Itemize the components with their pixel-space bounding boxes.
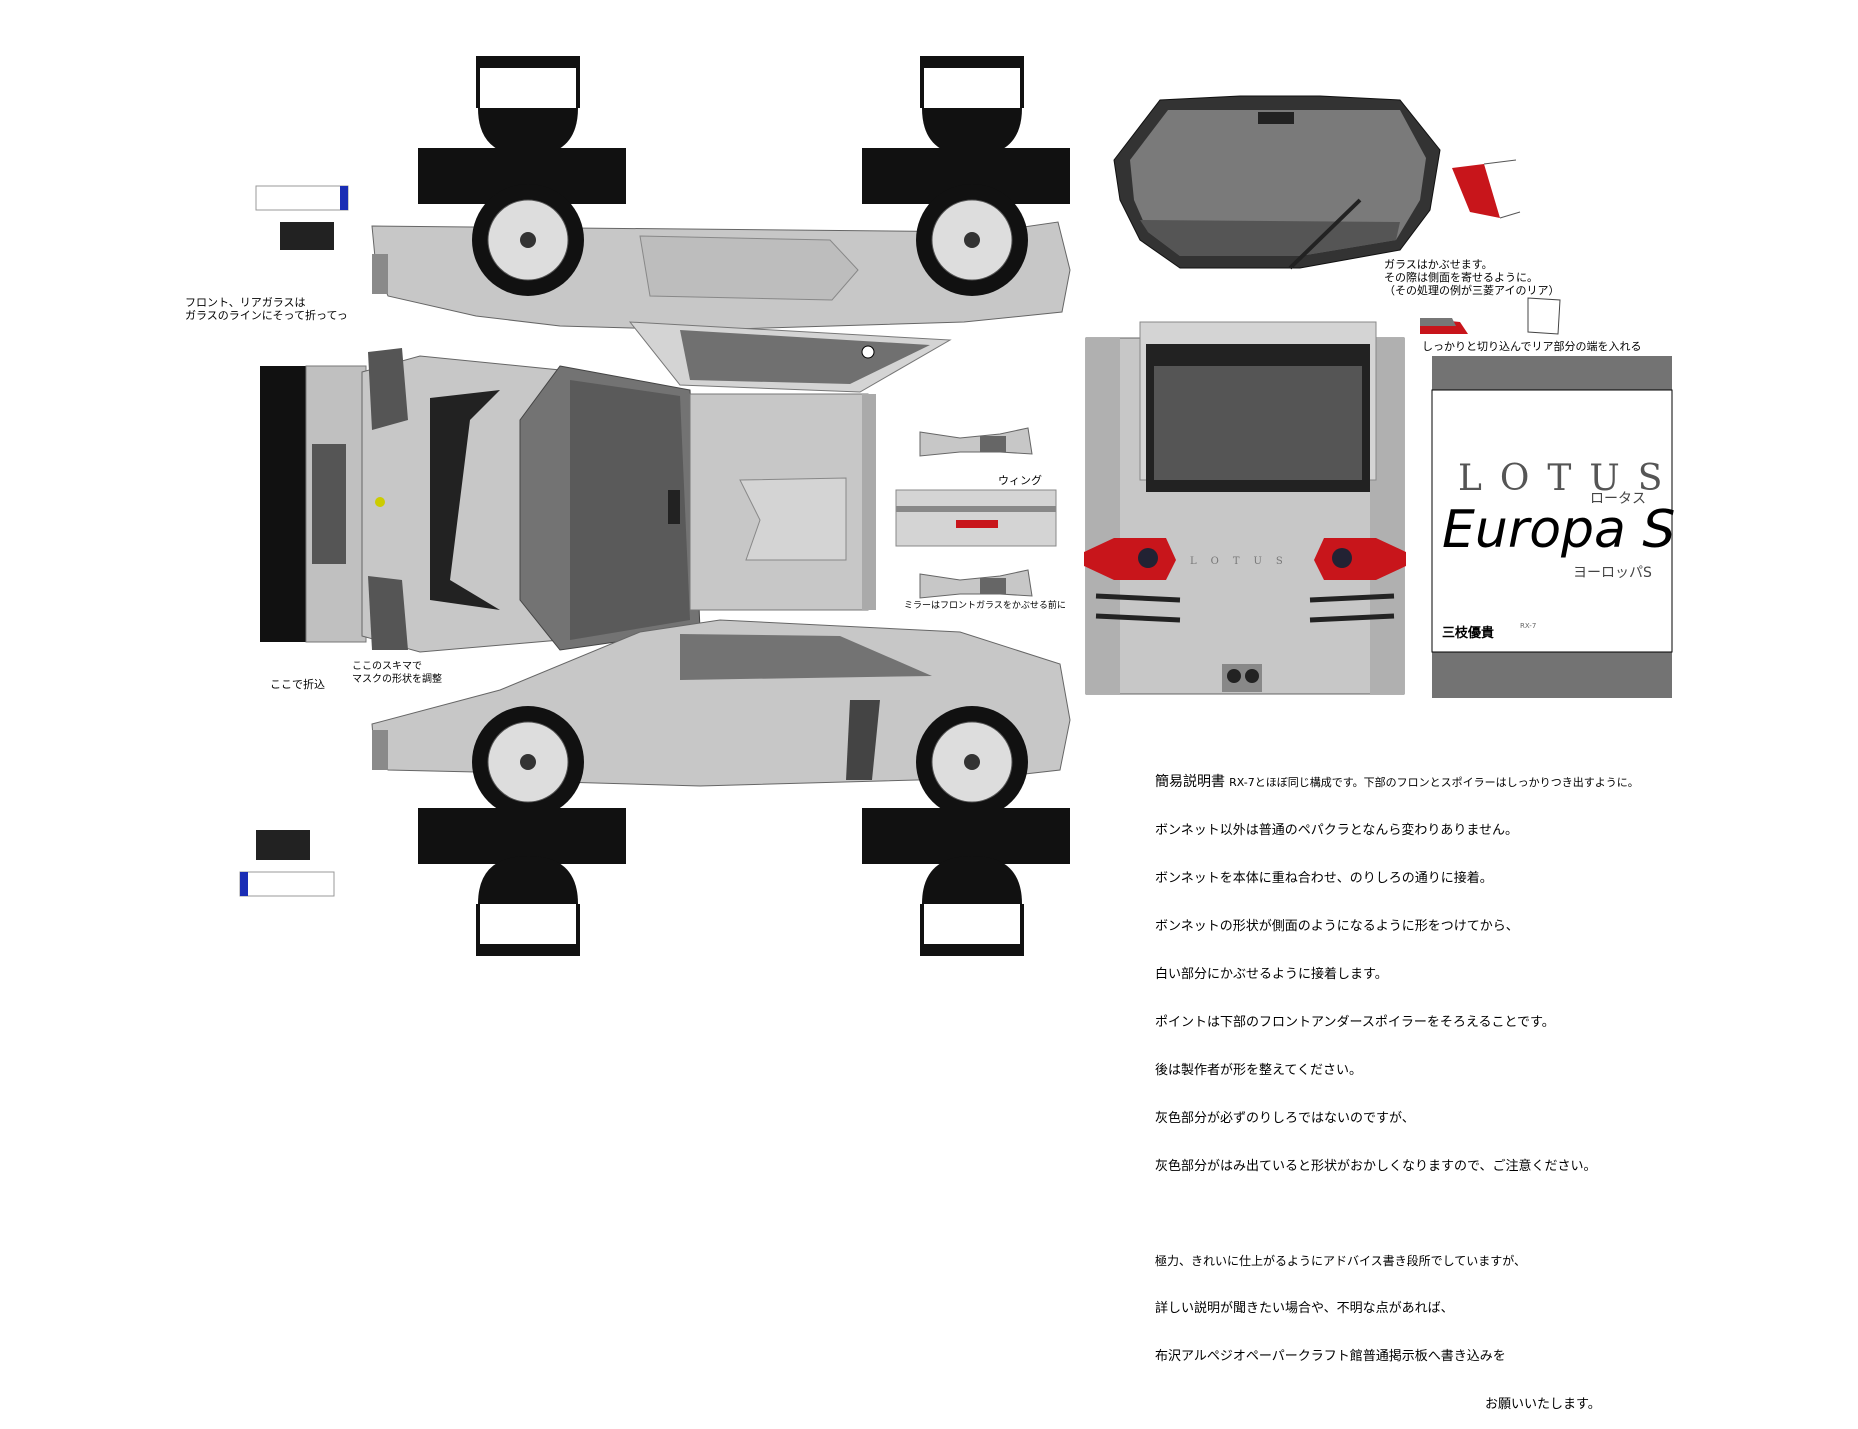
wheel-tab-bottom-left (418, 808, 626, 956)
wheel-tab-top-right (862, 56, 1070, 204)
note-wing: ウィング (998, 474, 1042, 487)
manual-footer-line: 布沢アルペジオペーパークラフト館普通掲示板へ書き込みを (1155, 1349, 1506, 1364)
mirror-lower (919, 569, 1033, 599)
manual-footer-line: 詳しい説明が聞きたい場合や、不明な点があれば、 (1155, 1301, 1454, 1316)
wheel-tab-bottom-right (862, 808, 1070, 956)
body-side-bottom (371, 619, 1071, 818)
tab-black-bottom (256, 830, 310, 860)
rear-badge: LOTUS (1190, 556, 1297, 567)
brand-author: 三枝優貴 (1442, 626, 1495, 641)
brand-model: Europa S (1442, 500, 1676, 560)
note-mirror: ミラーはフロントガラスをかぶせる前に (904, 601, 1066, 611)
note-cut-in: しっかりと切り込んでリア部分の端を入れる (1422, 340, 1642, 353)
manual-line: 後は製作者が形を整えてください。 (1155, 1063, 1362, 1078)
wing-part (895, 489, 1057, 547)
rear-view (1084, 321, 1406, 695)
manual-line: ポイントは下部のフロントアンダースポイラーをそろえることです。 (1155, 1015, 1555, 1030)
tab-black-top (280, 222, 334, 250)
papercraft-template (239, 56, 1673, 956)
tab-white-blue-top (255, 185, 349, 211)
note-fold-here: ここで折込 (270, 678, 325, 691)
manual-line: ボンネットの形状が側面のようになるように形をつけてから、 (1155, 919, 1519, 934)
tab-white-blue-bottom (239, 871, 335, 897)
nose-front (260, 348, 561, 653)
title-card (1431, 356, 1673, 698)
brand-make-kana: ロータス (1590, 491, 1646, 507)
note-gap-mask: ここのスキマで マスクの形状を調整 (352, 661, 442, 685)
manual-line: ボンネットを本体に重ね合わせ、のりしろの通りに接着。 (1155, 871, 1493, 886)
rear-windshield (1113, 95, 1441, 270)
brand-make: LOTUS (1458, 458, 1681, 499)
wheel-tab-top-left (418, 56, 626, 204)
cut-example (1420, 297, 1561, 335)
manual-line: 灰色部分が必ずのりしろではないのですが、 (1155, 1111, 1415, 1126)
manual-footer-line: お願いいたします。 (1485, 1397, 1601, 1412)
manual-title: 簡易説明書 (1155, 774, 1225, 790)
note-front-rear-glass: フロント、リアガラスは ガラスのラインにそって折ってっ (185, 296, 348, 322)
tail-light-piece (1452, 159, 1521, 219)
manual-subtitle: RX-7とほぼ同じ構成です。下部のフロンとスポイラーはしっかりつき出すように。 (1229, 776, 1639, 789)
manual-line: 白い部分にかぶせるように接着します。 (1155, 967, 1388, 982)
manual-line: ボンネット以外は普通のペパクラとなんら変わりありません。 (1155, 823, 1518, 838)
brand-model-kana: ヨーロッパS (1573, 565, 1652, 581)
manual-line: 灰色部分がはみ出ていると形状がおかしくなりますので、ご注意ください。 (1155, 1159, 1597, 1174)
hood-glass (519, 365, 876, 651)
instruction-manual: 簡易説明書 RX-7とほぼ同じ構成です。下部のフロンとスポイラーはしっかりつき出… (1155, 742, 1639, 1429)
body-side-top (371, 184, 1071, 393)
note-glass-cover: ガラスはかぶせます。 その際は側面を寄せるように。 （その処理の例が三菱アイのリ… (1384, 258, 1560, 297)
brand-author-sub: RX-7 (1520, 622, 1537, 630)
manual-footer-line: 極力、きれいに仕上がるようにアドバイス書き段所でしていますが、 (1155, 1254, 1527, 1268)
mirror-upper (919, 427, 1033, 457)
